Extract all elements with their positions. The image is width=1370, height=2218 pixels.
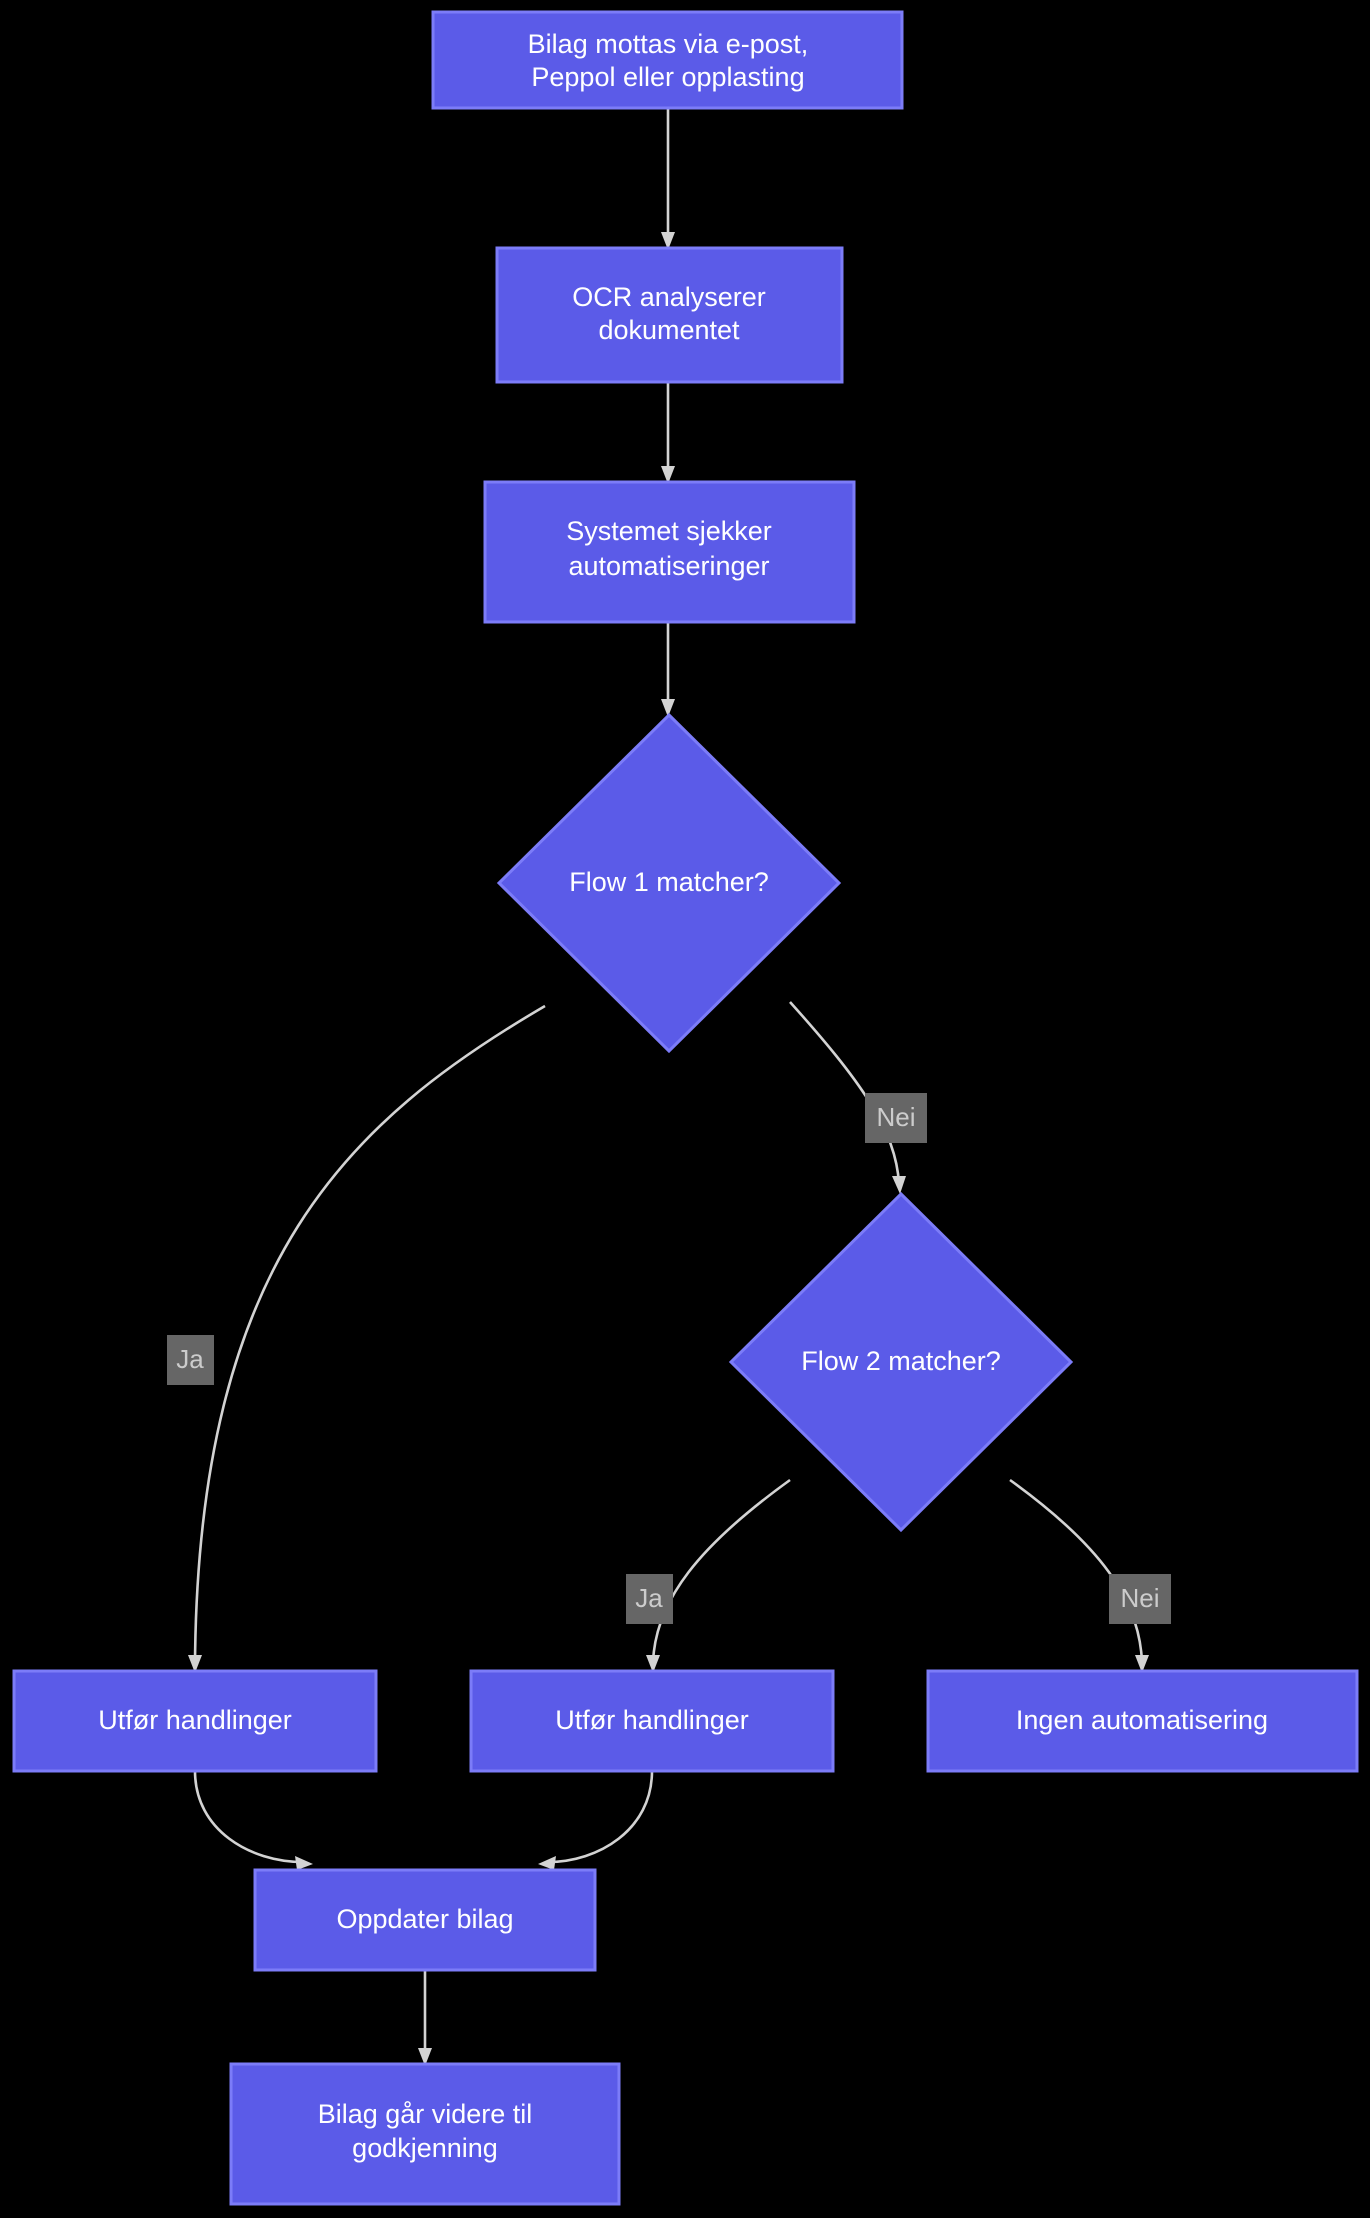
edge-flow1-to-act1-ja — [188, 1004, 546, 1673]
decision-diamond[interactable] — [496, 712, 842, 1054]
decision-diamond[interactable] — [728, 1191, 1074, 1533]
edge-label-nei-flow2: Nei — [1109, 1574, 1171, 1624]
edge-label-text: Ja — [635, 1583, 663, 1613]
arrowhead-icon — [661, 466, 675, 484]
node-flow1-decision[interactable]: Flow 1 matcher? — [496, 712, 842, 1054]
edge-act1-to-update — [193, 1770, 313, 1870]
arrowhead-icon — [188, 1655, 202, 1673]
node-box[interactable] — [253, 1868, 597, 1972]
edge-ocr-to-check — [661, 382, 675, 484]
node-utfor-handlinger-1[interactable]: Utfør handlinger — [12, 1669, 378, 1773]
node-bilag-godkjenning[interactable]: Bilag går videre til godkjenning — [229, 2062, 621, 2206]
arrowhead-icon — [538, 1856, 556, 1870]
node-box[interactable] — [431, 10, 904, 110]
edge-label-text: Nei — [1120, 1583, 1159, 1613]
edge-label-background — [1109, 1574, 1171, 1624]
edge-layer — [188, 108, 1149, 2066]
edge-label-ja-flow1: Ja — [167, 1335, 214, 1385]
edge-label-background — [865, 1093, 927, 1143]
node-oppdater-bilag[interactable]: Oppdater bilag — [253, 1868, 597, 1972]
arrowhead-icon — [661, 699, 675, 717]
edge-label-text: Ja — [176, 1344, 204, 1374]
edge-line — [651, 1478, 791, 1664]
arrowhead-icon — [418, 2048, 432, 2066]
edge-line — [1009, 1478, 1144, 1664]
arrowhead-icon — [1135, 1655, 1149, 1673]
edge-check-to-flow1 — [661, 622, 675, 717]
node-ingen-automatisering[interactable]: Ingen automatisering — [926, 1669, 1359, 1773]
edge-flow2-to-act2-ja — [646, 1478, 791, 1673]
node-flow2-decision[interactable]: Flow 2 matcher? — [728, 1191, 1074, 1533]
edge-label-ja-flow2: Ja — [626, 1574, 673, 1624]
node-box[interactable] — [469, 1669, 835, 1773]
edge-label-background — [626, 1574, 673, 1624]
edge-label-background — [167, 1335, 214, 1385]
arrowhead-icon — [646, 1655, 660, 1673]
edge-line — [547, 1770, 654, 1864]
edge-label-text: Nei — [876, 1102, 915, 1132]
node-systemet-sjekker[interactable]: Systemet sjekker automatiseringer — [483, 480, 856, 624]
node-box[interactable] — [495, 246, 844, 384]
arrowhead-icon — [892, 1176, 906, 1194]
edge-update-to-approve — [418, 1970, 432, 2066]
node-start[interactable]: Bilag mottas via e-post, Peppol eller op… — [431, 10, 904, 110]
node-box[interactable] — [483, 480, 856, 624]
node-ocr[interactable]: OCR analyserer dokumentet — [495, 246, 844, 384]
edge-flow2-to-noauto-nei — [1009, 1478, 1149, 1673]
arrowhead-icon — [661, 232, 675, 250]
node-box[interactable] — [926, 1669, 1359, 1773]
node-box[interactable] — [229, 2062, 621, 2206]
edge-start-to-ocr — [661, 108, 675, 250]
edge-line — [193, 1770, 304, 1864]
node-layer: Bilag mottas via e-post, Peppol eller op… — [12, 10, 1359, 2206]
arrowhead-icon — [295, 1856, 313, 1870]
node-box[interactable] — [12, 1669, 378, 1773]
edge-line — [193, 1004, 546, 1664]
edge-act2-to-update — [538, 1770, 654, 1870]
edge-label-nei-flow1: Nei — [865, 1093, 927, 1143]
edge-label-layer: Nei Ja Ja Nei — [167, 1093, 1171, 1624]
node-utfor-handlinger-2[interactable]: Utfør handlinger — [469, 1669, 835, 1773]
